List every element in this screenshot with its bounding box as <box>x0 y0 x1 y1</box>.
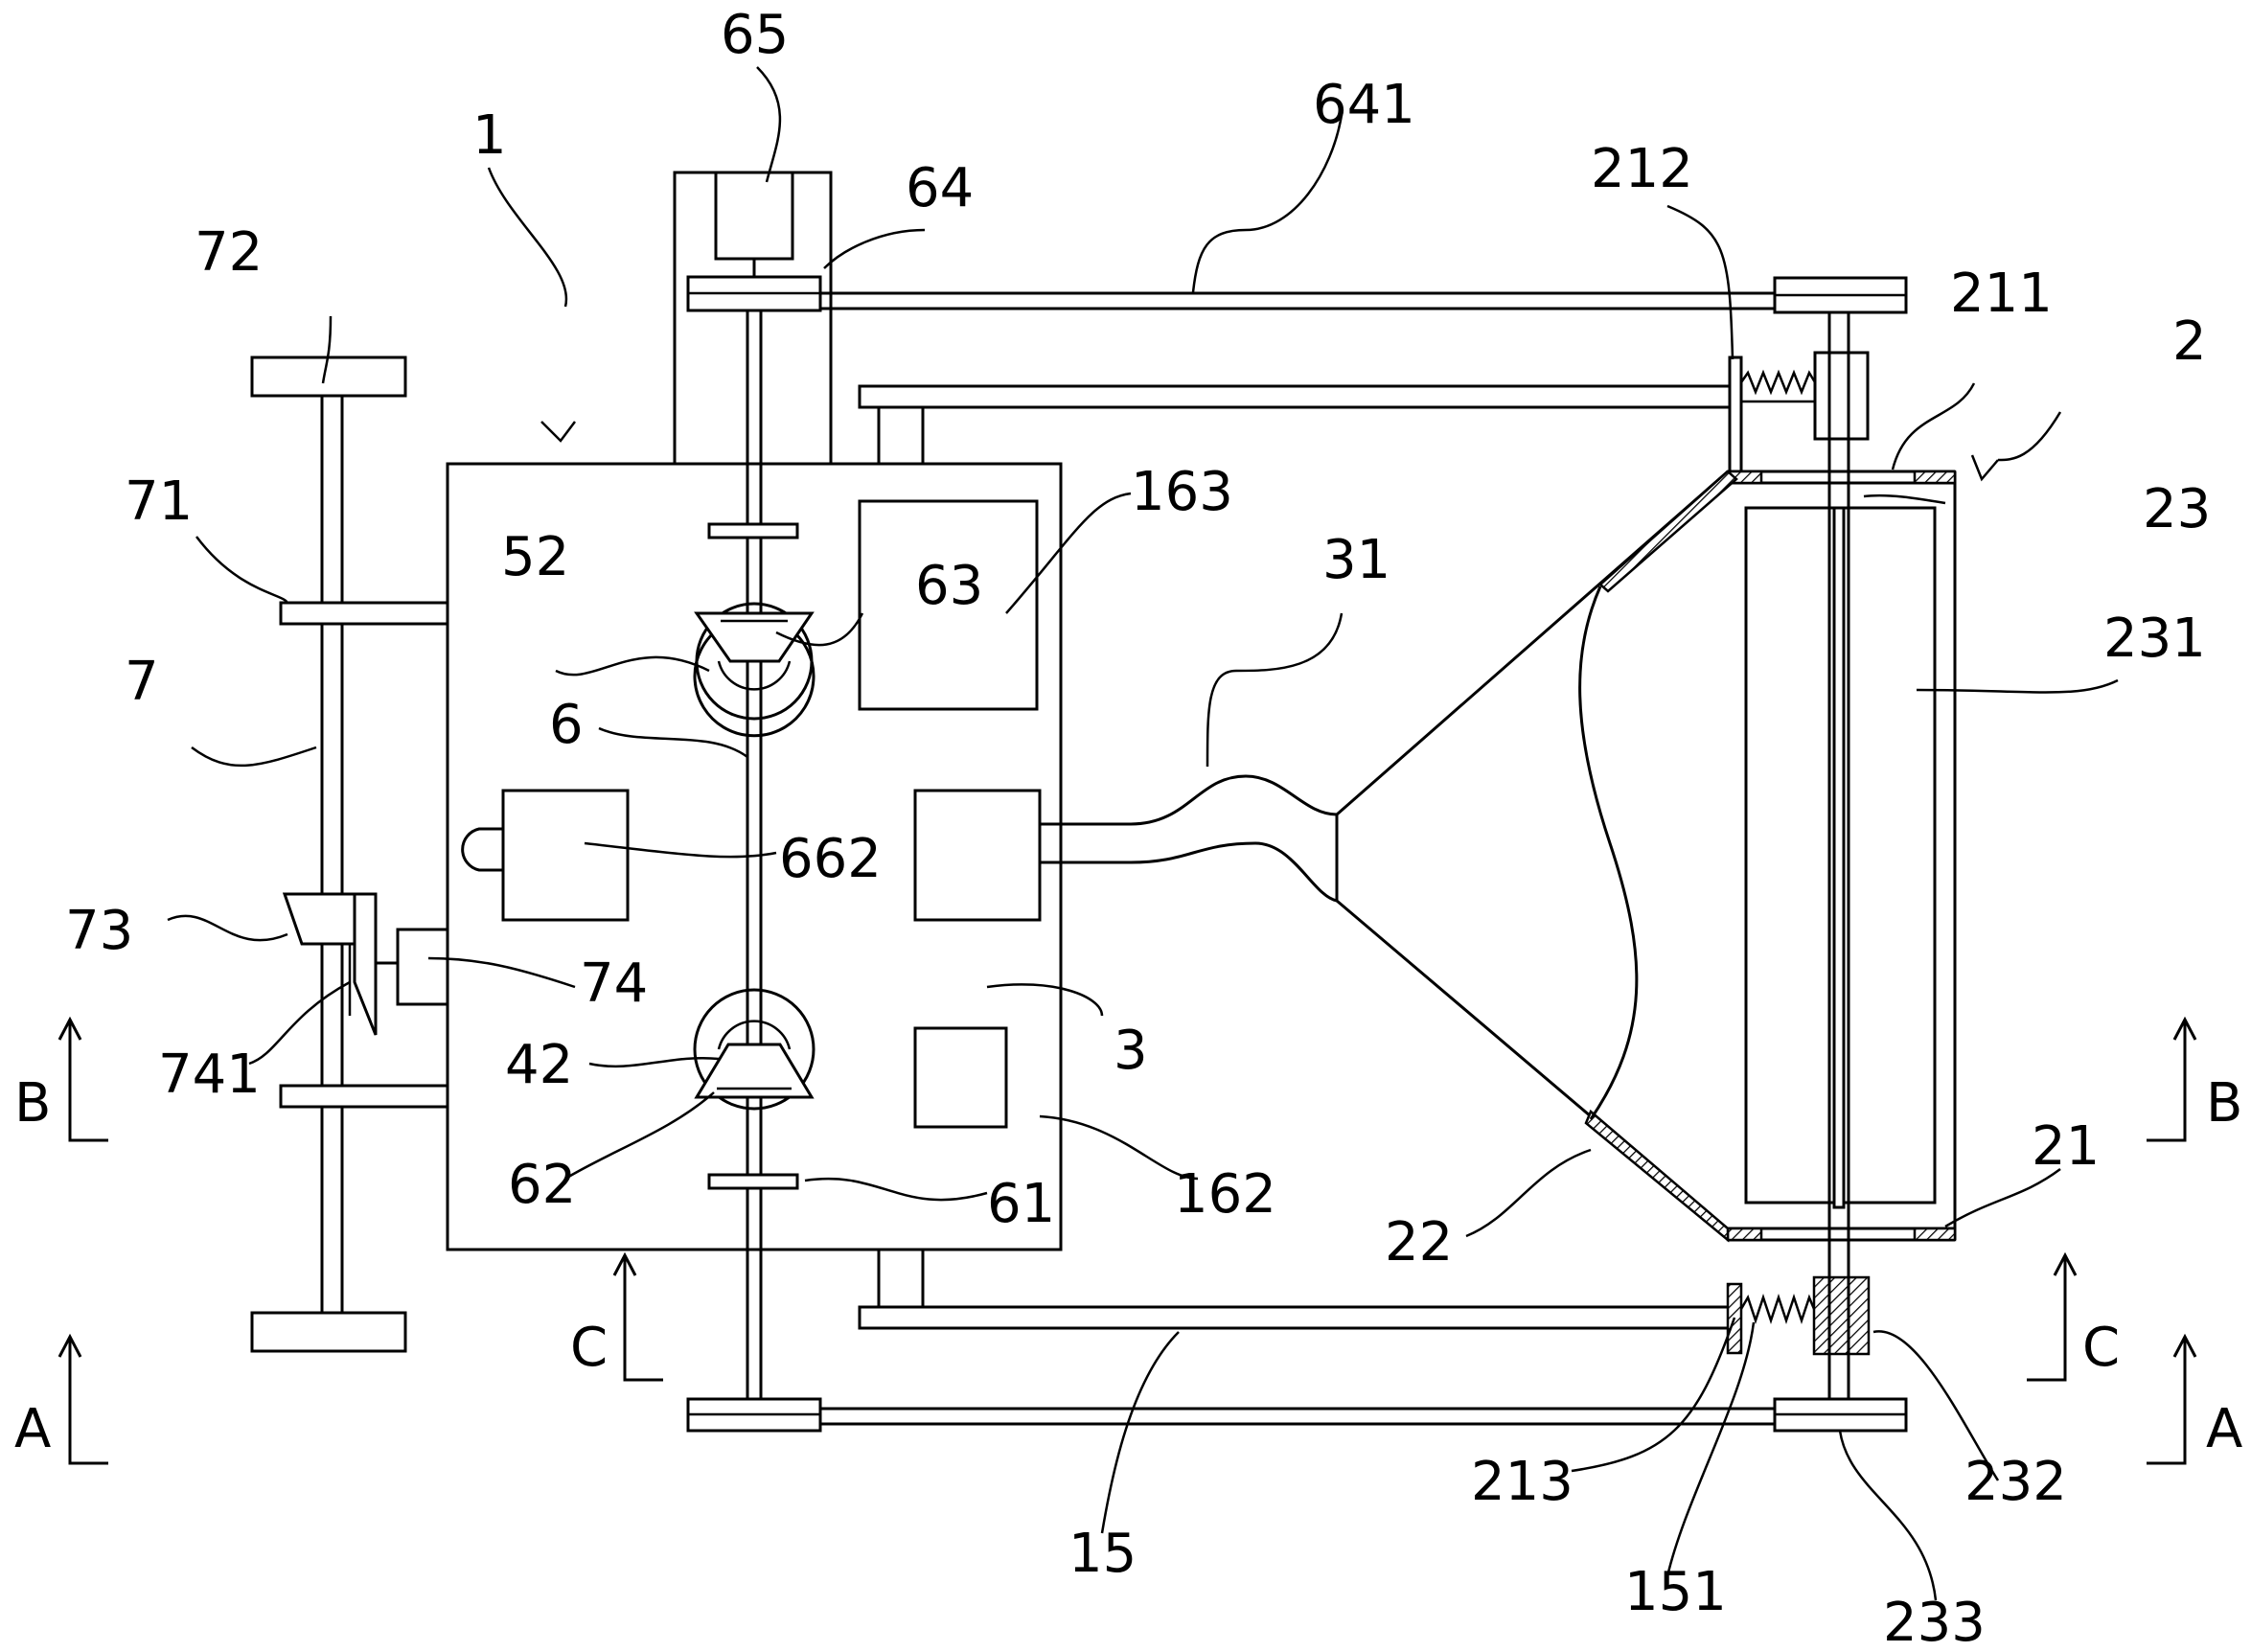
upper-rail-assembly <box>820 291 1870 474</box>
upper-bevel-gear <box>693 602 815 738</box>
label-212: 212 <box>1591 138 1693 200</box>
label-31: 31 <box>1322 529 1390 591</box>
label-15: 15 <box>1068 1523 1137 1585</box>
funnel-hopper <box>1040 470 1738 1243</box>
vertical-shaft <box>686 275 822 1433</box>
label-73: 73 <box>65 900 133 962</box>
drum-assembly <box>1726 276 1957 1433</box>
label-23: 23 <box>2143 478 2211 540</box>
label-231: 231 <box>2103 608 2206 670</box>
component-162 <box>913 1026 1008 1129</box>
label-42: 42 <box>505 1034 573 1096</box>
component-3 <box>913 789 1042 922</box>
label-741: 741 <box>158 1044 261 1106</box>
section-label-b-right: B <box>2206 1072 2242 1135</box>
component-662 <box>461 789 630 922</box>
label-74: 74 <box>580 952 648 1015</box>
label-63: 63 <box>915 555 983 617</box>
label-662: 662 <box>779 828 882 890</box>
label-22: 22 <box>1385 1211 1453 1273</box>
section-label-b-left: B <box>14 1072 51 1135</box>
label-211: 211 <box>1950 263 2053 325</box>
label-72: 72 <box>195 221 263 284</box>
label-3: 3 <box>1114 1020 1148 1082</box>
label-162: 162 <box>1174 1163 1276 1226</box>
label-6: 6 <box>549 694 584 756</box>
label-21: 21 <box>2032 1115 2100 1178</box>
label-213: 213 <box>1471 1451 1573 1513</box>
label-64: 64 <box>906 157 974 219</box>
leader-lines <box>167 66 2119 1601</box>
label-233: 233 <box>1883 1592 1986 1652</box>
label-7: 7 <box>125 651 159 713</box>
section-label-a-left: A <box>14 1398 51 1460</box>
label-163: 163 <box>1131 461 1233 523</box>
label-71: 71 <box>125 470 193 533</box>
label-641: 641 <box>1313 74 1415 136</box>
label-232: 232 <box>1964 1451 2067 1513</box>
section-label-c-right: C <box>2082 1317 2120 1379</box>
label-1: 1 <box>472 104 507 167</box>
label-62: 62 <box>508 1154 576 1216</box>
section-markers <box>57 1016 2197 1465</box>
label-52: 52 <box>501 526 569 588</box>
component-163 <box>858 499 1039 711</box>
label-61: 61 <box>987 1173 1055 1235</box>
label-151: 151 <box>1624 1561 1727 1623</box>
section-label-a-right: A <box>2206 1398 2242 1460</box>
reference-labels: 65 641 64 1 72 212 211 2 23 71 163 52 63… <box>14 4 2242 1652</box>
section-label-c-left: C <box>570 1317 608 1379</box>
left-frame <box>250 356 449 1353</box>
lower-rail-assembly <box>820 1248 1871 1426</box>
label-65: 65 <box>721 4 789 66</box>
label-2: 2 <box>2172 310 2207 373</box>
lower-bevel-gear <box>693 988 815 1111</box>
